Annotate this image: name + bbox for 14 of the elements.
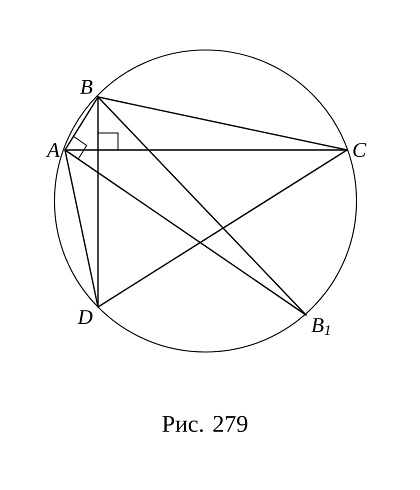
line-segment [64,149,348,151]
point-label: B$_{1}$ [311,318,330,335]
line-segment [64,96,99,151]
line-segment [97,96,348,151]
line-segment [64,149,99,308]
line-segment [64,149,307,316]
point-label: A [46,143,60,157]
line-segment [97,96,307,316]
point-label: B [80,80,92,94]
point-label: D [77,310,92,324]
line-segment [97,149,348,308]
caption: Рис. 279 [162,416,248,432]
point-label: C [353,142,366,157]
line-segment [97,96,99,308]
